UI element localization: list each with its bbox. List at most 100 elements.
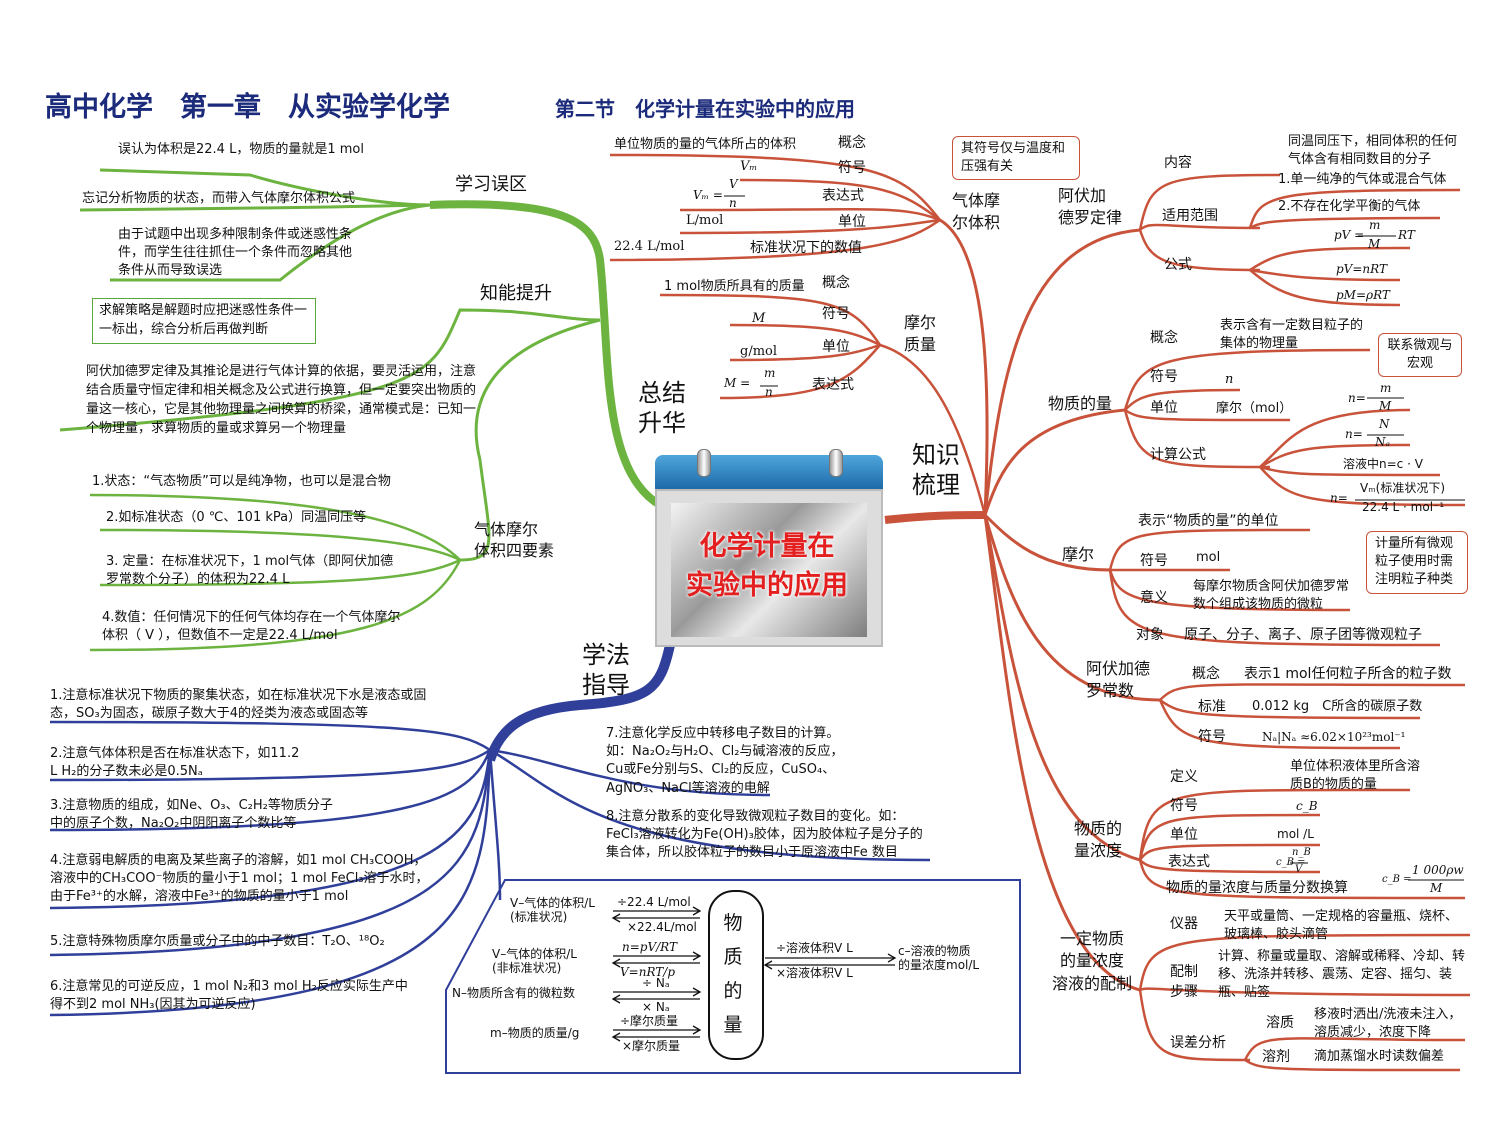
mm-val: 1 mol物质所具有的质量: [664, 279, 805, 294]
amt-calc-1-lhs: n=: [1348, 391, 1366, 405]
conc-expr-num: n_B: [1292, 847, 1311, 858]
mistakes-label: 学习误区: [455, 174, 527, 195]
prep-key: 溶剂: [1262, 1049, 1290, 1065]
amount-label: 物质的量: [1048, 394, 1113, 413]
mole-key: 对象: [1136, 627, 1164, 643]
conc-key: 表达式: [1168, 854, 1210, 870]
gas-molar-volume-label: 气体摩 尔体积: [952, 191, 1001, 232]
method-item: 7.注意化学反应中转移电子数目的计算。如：Na₂O₂与H₂O、Cl₂与碱溶液的反…: [606, 726, 844, 796]
amt-calc-2-num: N: [1379, 417, 1390, 431]
formula-box-outline: [445, 879, 1021, 1074]
prep-solvent: 滴加蒸馏水时读数偏差: [1314, 1049, 1445, 1064]
improve-label: 知能提升: [480, 283, 552, 304]
formula-left: N–物质所含有的微粒数: [452, 986, 575, 1000]
ac-key: 符号: [1198, 729, 1226, 745]
red-branches: [609, 153, 1471, 1072]
calendar-body: [655, 489, 883, 647]
mistake-item: 误认为体积是22.4 L，物质的量就是1 mol: [118, 142, 364, 157]
fraction-bars: [724, 195, 1465, 881]
method-item: 8.注意分散系的变化导致微观粒子数目的变化。如：FeCl₃溶液转化为Fe(OH)…: [606, 809, 923, 861]
arrow-label: ×摩尔质量: [622, 1039, 681, 1053]
calendar-header-icon: [655, 455, 883, 489]
arrow-label: n=pV/RT: [622, 940, 678, 954]
arrow-label: × Nₐ: [642, 1000, 670, 1014]
formula-left: V–气体的体积/L (非标准状况): [492, 947, 577, 975]
four-element-item: 1.状态：“气态物质”可以是纯净物，也可以是混合物: [92, 474, 391, 489]
conc-def: 单位体积液体里所含溶质B的物质的量: [1290, 759, 1421, 793]
amt-calc-4-lhs: n=: [1330, 491, 1348, 505]
gmv-key: 单位: [838, 214, 866, 230]
gmv-val: Vₘ: [740, 159, 758, 174]
prep-key: 仪器: [1170, 916, 1198, 932]
method-item: 5.注意特殊物质摩尔质量或分子中的中子数目：T₂O、¹⁸O₂: [50, 934, 385, 949]
conc-key: 单位: [1170, 827, 1198, 843]
ac-concept: 表示1 mol任何粒子所含的粒子数: [1244, 666, 1452, 682]
amt-key: 符号: [1150, 369, 1178, 385]
improve-text: 阿伏加德罗定律及其推论是进行气体计算的依据，要灵活运用，注意结合质量守恒定律和相…: [86, 364, 477, 436]
blue-branches: [49, 643, 931, 1017]
amt-concept: 表示含有一定数目粒子的集体的物理量: [1220, 318, 1364, 352]
amt-calc-4-den: 22.4 L · mol⁻¹: [1362, 500, 1445, 514]
prep-key: 配制 步骤: [1170, 964, 1198, 1000]
ac-key: 概念: [1192, 666, 1220, 682]
page-subtitle: 第二节 化学计量在实验中的应用: [555, 97, 855, 121]
gmv-key: 表达式: [822, 188, 864, 204]
prep-instr: 天平或量筒、一定规格的容量瓶、烧杯、玻璃棒、胶头滴管: [1224, 909, 1459, 943]
oval-char: 质: [723, 946, 743, 968]
mm-formula-num: m: [764, 366, 776, 380]
gmv-key: 概念: [838, 135, 866, 151]
improve-tip-box: 求解策略是解题时应把迷惑性条件一一标出，综合分析后再做判断: [92, 298, 316, 344]
amt-unit: 摩尔（mol）: [1216, 401, 1293, 416]
branch-knowledge: 知识 梳理: [912, 441, 960, 499]
four-element-item: 4.数值：任何情况下的任何气体均存在一个气体摩尔体积（ V ），但数值不一定是2…: [102, 610, 401, 644]
arrow-label: ×22.4L/mol: [627, 920, 697, 934]
calendar-ring-icon: [697, 449, 711, 477]
al-formula-1-den: M: [1368, 237, 1381, 251]
al-formula-1-rhs: RT: [1398, 228, 1415, 242]
ac-std: 0.012 kg C所含的碳原子数: [1252, 699, 1423, 714]
center-topic: 化学计量在 实验中的应用: [655, 449, 883, 647]
preparation-label: 一定物质 的量浓度 溶液的配制: [1051, 929, 1132, 993]
branch-method: 学法 指导: [582, 641, 630, 699]
gmv-formula-lhs: Vₘ =: [693, 188, 723, 202]
oval-char: 的: [723, 980, 743, 1002]
formula-arrows: [611, 906, 897, 1042]
ac-symbol: Nₐ|Nₐ ≈6.02×10²³mol⁻¹: [1262, 730, 1406, 744]
mole-key: 意义: [1140, 590, 1168, 606]
branch-summary: 总结 升华: [638, 379, 686, 437]
al-scope: 2.不存在化学平衡的气体: [1278, 199, 1421, 214]
molar-mass-label: 摩尔 质量: [904, 313, 937, 354]
mole-def: 表示“物质的量”的单位: [1138, 513, 1279, 529]
oval-char: 量: [723, 1014, 743, 1036]
formula-right: c–溶液的物质 的量浓度mol/L: [898, 944, 980, 972]
mole-symbol: mol: [1196, 550, 1221, 565]
conc-key: 符号: [1170, 798, 1198, 814]
arrow-label: ÷ Nₐ: [642, 976, 670, 990]
ac-key: 标准: [1198, 699, 1226, 715]
al-formula-1-num: m: [1369, 218, 1381, 232]
conc-symbol: c_B: [1296, 799, 1318, 813]
conc-expr-den: V: [1295, 864, 1303, 875]
prep-solute: 移液时洒出/洗液未注入，溶质减少，浓度下降: [1314, 1007, 1462, 1041]
conc-key: 物质的量浓度与质量分数换算: [1166, 880, 1348, 896]
gmv-key: 符号: [838, 160, 866, 176]
conc-conv-den: M: [1430, 881, 1443, 895]
amt-calc-2-den: Nₐ: [1375, 435, 1391, 449]
formula-left: V–气体的体积/L (标准状况): [510, 896, 595, 924]
amount-oval-text: 物 质 的 量: [718, 906, 748, 1042]
center-title-line2: 实验中的应用: [686, 570, 848, 602]
al-formula: pV=nRT: [1336, 262, 1387, 276]
avogadro-const-label: 阿伏加德 罗常数: [1086, 659, 1151, 700]
page-title: 高中化学 第一章 从实验学化学: [45, 92, 450, 123]
arrow-label: ×溶液体积V L: [776, 966, 853, 980]
gmv-formula-den: n: [729, 196, 737, 210]
amt-calc: 溶液中n=c · V: [1343, 457, 1423, 471]
mistake-item: 忘记分析物质的状态，而带入气体摩尔体积公式: [82, 191, 356, 206]
gmv-val: 单位物质的量的气体所占的体积: [614, 137, 797, 152]
avogadro-law-label: 阿伏加 德罗定律: [1058, 186, 1123, 227]
mm-formula-lhs: M =: [724, 376, 751, 390]
mole-label: 摩尔: [1062, 545, 1095, 564]
al-key: 公式: [1164, 257, 1192, 273]
amt-calc-2-lhs: n=: [1345, 427, 1363, 441]
